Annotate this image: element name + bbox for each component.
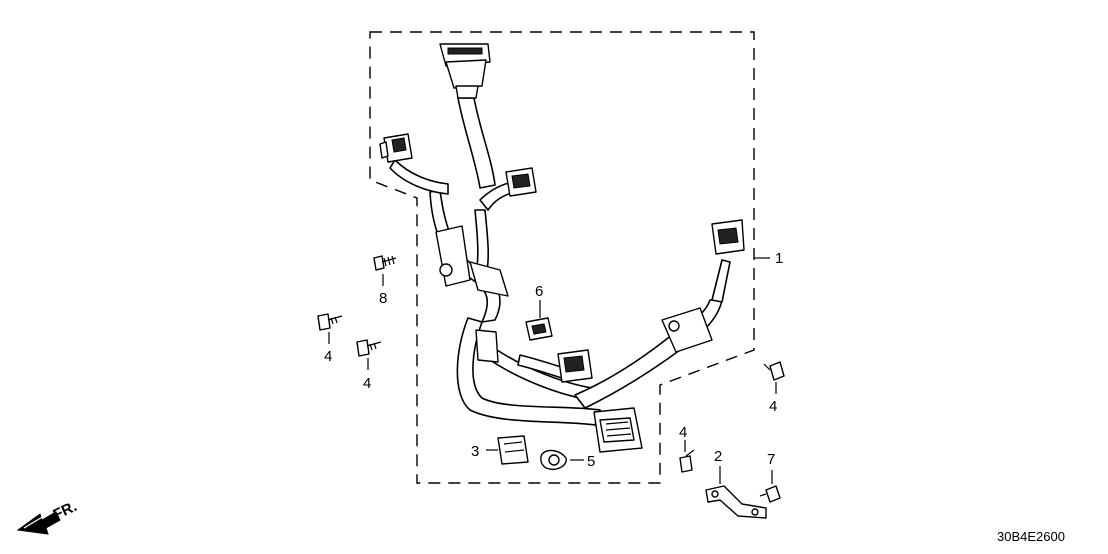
bolt-7 [759, 470, 781, 503]
harness-bracket-center [469, 261, 509, 363]
front-direction-arrow: FR. [16, 498, 80, 535]
callout-6: 6 [535, 283, 543, 300]
callout-2: 2 [714, 448, 722, 465]
callout-7: 7 [767, 451, 775, 468]
bolt-4-a [317, 313, 343, 344]
connector-center [557, 349, 593, 383]
assembly-boundary [369, 31, 755, 484]
clip-5 [540, 449, 584, 470]
callout-4-a: 4 [324, 348, 332, 365]
callout-4-b: 4 [363, 375, 371, 392]
callout-5: 5 [587, 453, 595, 470]
connector-mid [505, 167, 537, 197]
diagram-code: 30B4E2600 [997, 529, 1065, 544]
callout-4-c: 4 [769, 398, 777, 415]
callout-1: 1 [775, 250, 783, 267]
connector-left [379, 133, 413, 163]
connector-large [593, 407, 643, 453]
callout-4-d: 4 [679, 424, 687, 441]
bracket-2 [705, 466, 767, 519]
bolt-8 [373, 255, 397, 286]
direction-label: FR. [51, 498, 80, 524]
bolt-4-b [356, 339, 382, 370]
bolt-4-d [679, 440, 695, 473]
harness-bracket-right [661, 307, 713, 353]
callout-8: 8 [379, 290, 387, 307]
clip-6 [525, 300, 553, 341]
callout-3: 3 [471, 443, 479, 460]
connector-top [439, 43, 491, 99]
bolt-4-c [763, 361, 785, 394]
clip-3 [486, 435, 529, 465]
harness-bracket-left [435, 225, 471, 287]
connector-right [711, 219, 745, 255]
